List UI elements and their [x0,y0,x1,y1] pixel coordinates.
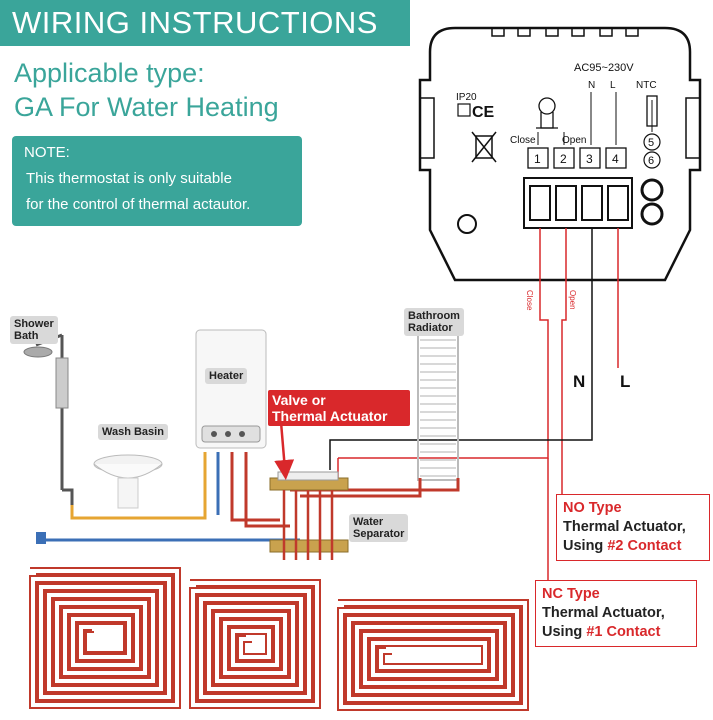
voltage-label: AC95~230V [574,62,634,74]
n-wire-label: N [573,372,585,391]
valve-symbol-icon [536,97,558,129]
open-wire-label: Open [568,290,577,310]
terminal-4-label: 4 [612,152,619,166]
valve-label-line2: Thermal Actuator [272,408,388,424]
mounting-hole-icon [457,214,477,234]
radiator-bars [420,339,456,477]
screw-terminals [523,177,664,229]
shower-icon [23,333,74,505]
terminal-block-1-4 [527,147,627,169]
terminal-6-label: 6 [648,155,654,167]
device-top-tabs [491,27,639,37]
no-type-title: NO Type [563,500,622,516]
l-wire-label: L [620,372,630,391]
water-separator-line1: Water [353,516,384,528]
ntc-probe-icon [646,95,658,127]
radiator-label-line1: Bathroom [408,310,460,322]
product-type-label: GA For Water Heating [14,92,279,122]
note-title: NOTE: [24,144,70,161]
weee-bin-icon [471,131,497,163]
note-box: NOTE: This thermostat is only suitable f… [12,136,302,226]
terminal-6-circle [643,151,661,169]
floor-heating-coil [195,585,315,703]
floor-heating-coil [29,567,181,709]
no-type-using: Using [563,538,608,554]
n-terminal-label: N [588,80,595,91]
no-type-line3: Using #2 Contact [563,537,703,556]
ip-square-icon [457,103,471,117]
nc-type-title: NC Type [542,586,600,602]
valve-actuator-label: Valve or Thermal Actuator [268,390,410,426]
close-wire-label: Close [525,290,534,311]
bathroom-radiator-label: Bathroom Radiator [404,308,464,336]
heater-boiler-icon [195,329,267,449]
ce-mark-icon: CE [472,104,495,121]
close-label: Close [510,135,536,146]
internal-wiring [537,92,653,145]
water-inlet-tap-icon [36,532,46,544]
water-separator-label: Water Separator [349,514,409,542]
terminal-5-label: 5 [648,137,654,149]
external-wires [329,228,619,590]
nc-type-using: Using [542,624,587,640]
no-type-box: NO Type Thermal Actuator, Using #2 Conta… [556,494,710,561]
ntc-label: NTC [636,80,657,91]
note-line-1: This thermostat is only suitable [26,170,232,187]
nc-type-line3: Using #1 Contact [542,623,690,642]
banner-title: WIRING INSTRUCTIONS [0,0,410,46]
valve-label-line1: Valve or [272,392,326,408]
l-terminal-label: L [610,80,616,91]
ip-rating-label: IP20 [456,92,477,103]
nc-type-line2: Thermal Actuator, [542,605,665,621]
floor-heating-coils [29,567,529,711]
shower-label-line1: Shower [14,318,54,330]
applicable-type-label: Applicable type: [14,58,205,88]
heater-label: Heater [205,368,248,384]
floor-heating-coil [337,599,529,711]
note-line-2: for the control of thermal actautor. [26,196,251,213]
radiator-label-line2: Radiator [408,322,453,334]
open-label: Open [562,135,586,146]
no-type-line2: Thermal Actuator, [563,519,686,535]
no-type-contact: #2 Contact [607,538,682,554]
thermostat-device [418,26,702,282]
wash-basin-icon [93,454,163,509]
floor-heating-coil [189,579,321,709]
terminal-3-label: 3 [586,152,593,166]
wash-basin-label: Wash Basin [98,424,168,440]
terminal-1-label: 1 [534,152,541,166]
nc-type-contact: #1 Contact [586,624,661,640]
shower-label-line2: Bath [14,330,39,342]
manifold-outlets [282,490,334,560]
shower-bath-label: Shower Bath [10,316,58,344]
water-separator-line2: Separator [353,528,405,540]
terminal-5-circle [643,133,661,151]
floor-heating-coil [35,573,175,703]
floor-heating-coil [343,605,523,705]
supply-pipes [40,452,460,542]
terminal-2-label: 2 [560,152,567,166]
nc-type-box: NC Type Thermal Actuator, Using #1 Conta… [535,580,697,647]
